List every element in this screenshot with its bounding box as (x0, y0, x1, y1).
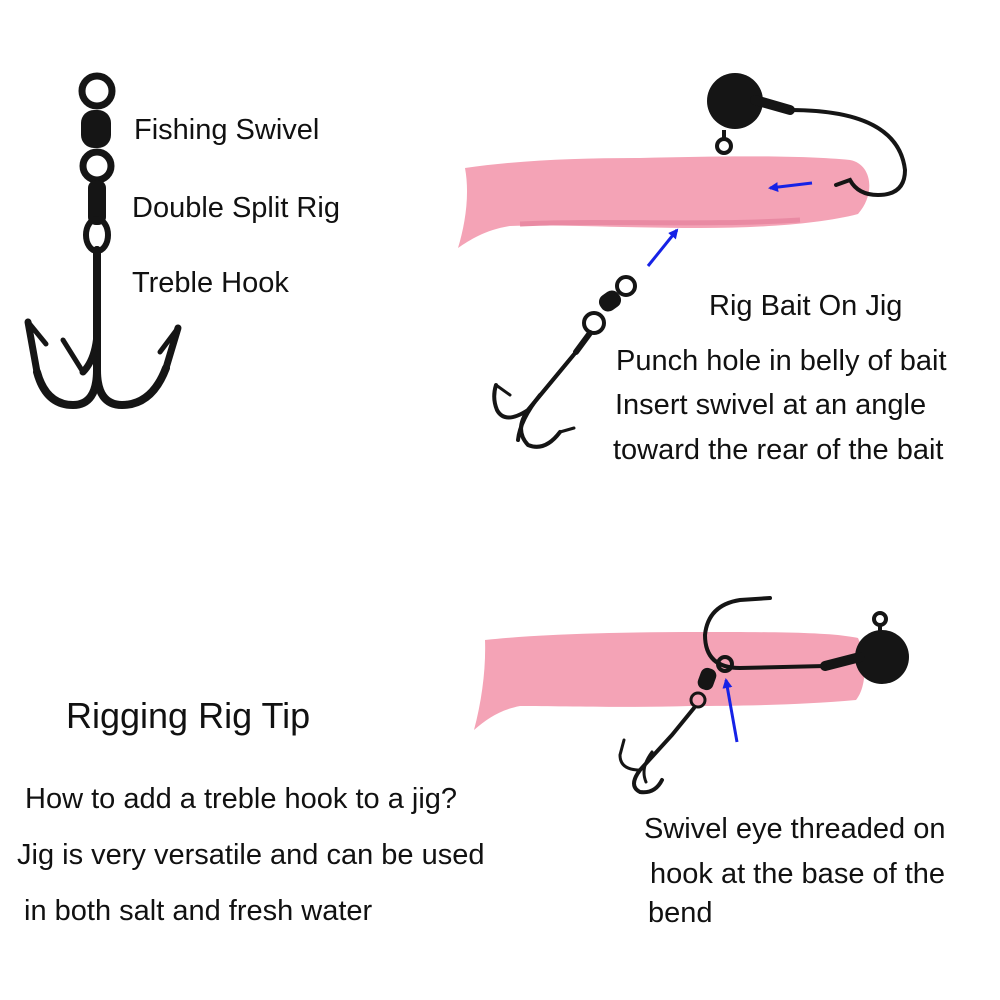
tip-line-2: Jig is very versatile and can be used (17, 839, 485, 871)
treble-hook-with-swivel-icon (24, 72, 182, 410)
fishing-swivel-label: Fishing Swivel (134, 114, 320, 146)
jig-head-icon (855, 630, 909, 684)
arrow-swivel-eye (722, 678, 739, 743)
jig-head-icon (707, 73, 763, 129)
tip-line-1: How to add a treble hook to a jig? (25, 783, 458, 815)
rig-bait-heading: Rig Bait On Jig (709, 290, 903, 322)
step-one-line-3: toward the rear of the bait (613, 434, 944, 466)
arrow-insertion-point (768, 181, 813, 193)
tip-title: Rigging Rig Tip (66, 695, 311, 736)
pointer-arrows (646, 181, 813, 743)
small-treble-rig-top-icon (492, 275, 637, 449)
step-one-line-1: Punch hole in belly of bait (616, 345, 947, 377)
step-two-line-2: hook at the base of the (650, 858, 946, 890)
bait-on-jig-top (458, 73, 908, 248)
step-two-line-3: bend (648, 897, 713, 929)
bait-on-jig-bottom (474, 596, 909, 795)
arrow-belly-hole (646, 228, 679, 267)
treble-hook-label: Treble Hook (132, 267, 289, 299)
double-split-rig-label: Double Split Rig (132, 192, 340, 224)
step-one-line-2: Insert swivel at an angle (615, 389, 927, 421)
tip-line-3: in both salt and fresh water (24, 895, 373, 927)
step-two-line-1: Swivel eye threaded on (644, 813, 946, 845)
